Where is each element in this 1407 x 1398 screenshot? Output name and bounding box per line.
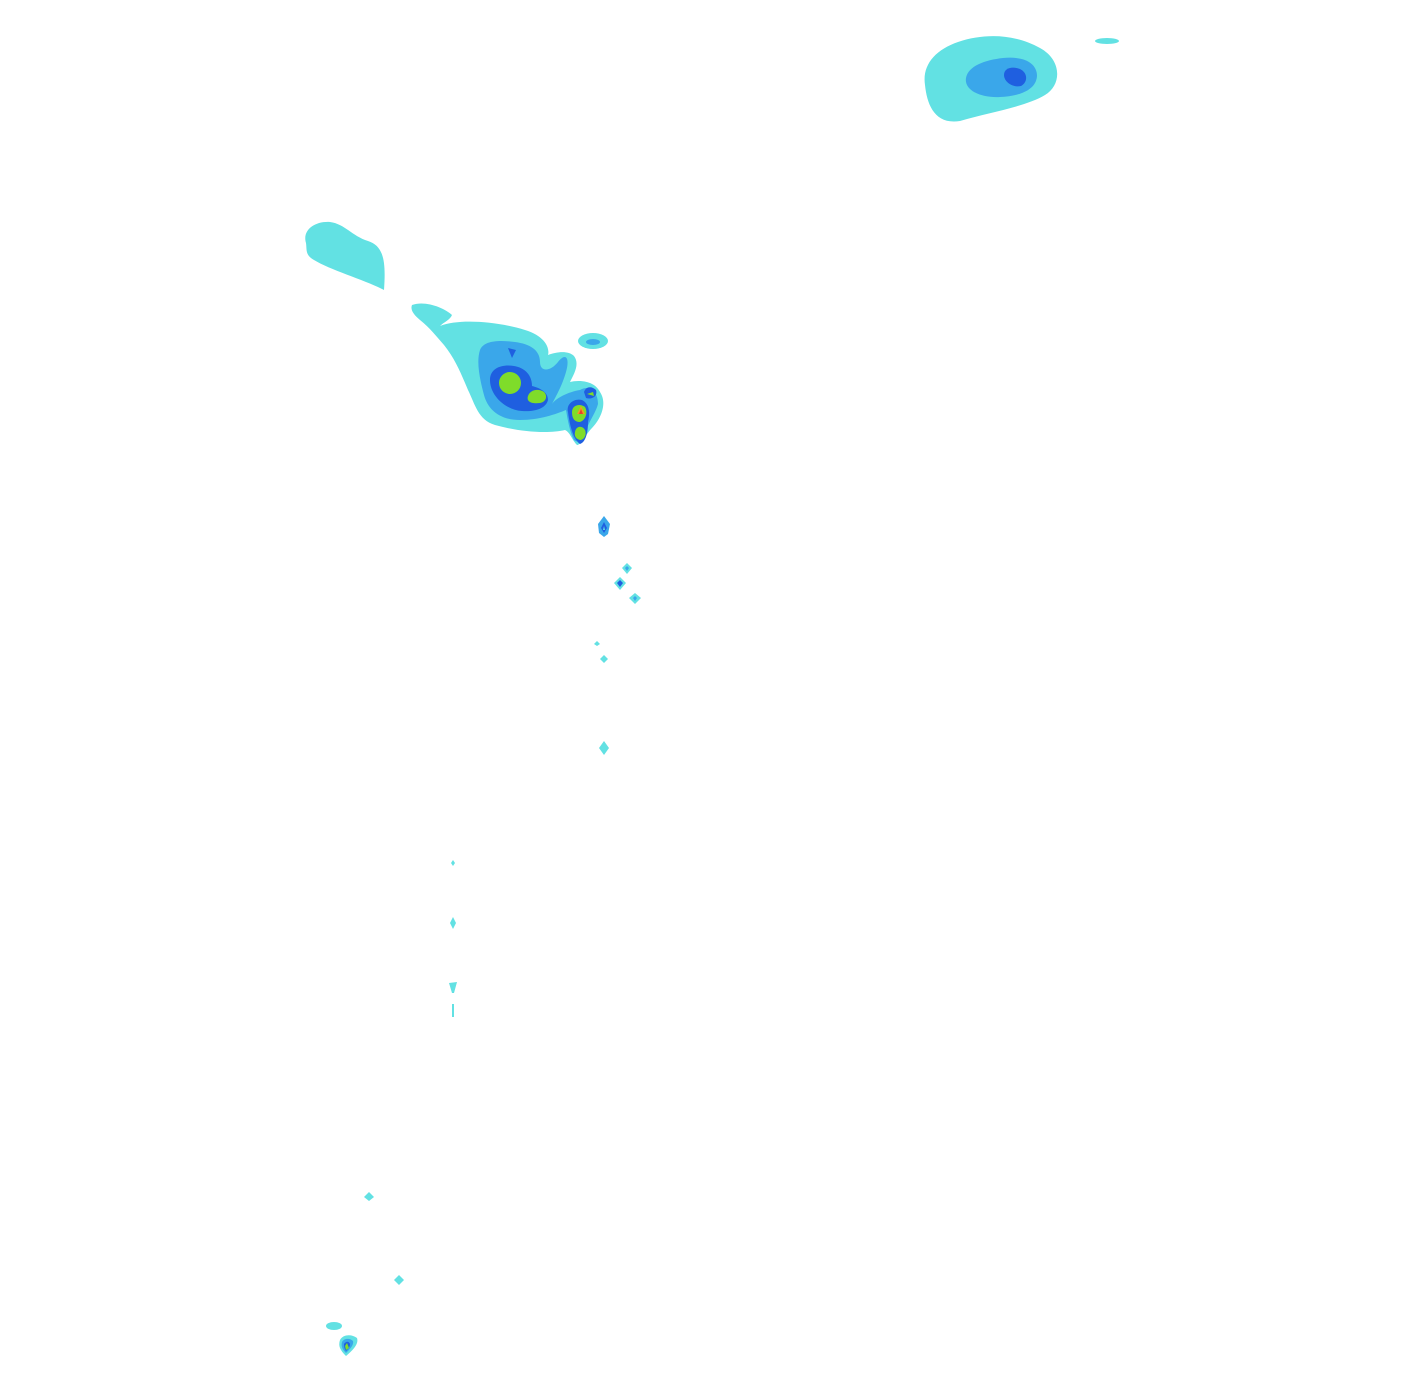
contour-cell-central — [411, 303, 608, 446]
contour-level-1 — [600, 655, 608, 663]
contour-level-3 — [617, 580, 623, 587]
contour-level-4 — [574, 426, 586, 440]
contour-level-2 — [625, 566, 629, 571]
contour-level-4 — [587, 392, 594, 396]
contour-level-2 — [633, 596, 637, 601]
contour-level-1 — [450, 917, 456, 929]
contour-level-1 — [451, 860, 455, 866]
contour-level-2 — [586, 339, 600, 345]
contour-level-1 — [603, 526, 605, 530]
contour-level-4 — [345, 1343, 349, 1350]
contour-level-1 — [305, 221, 385, 290]
contour-level-6 — [579, 409, 583, 414]
contour-level-2 — [965, 57, 1037, 98]
contour-level-1 — [594, 641, 600, 646]
contour-level-1 — [326, 1322, 342, 1330]
contour-level-1 — [364, 1192, 374, 1201]
contour-level-1 — [1095, 38, 1119, 44]
contour-level-3 — [508, 348, 516, 358]
contour-cell-northeast — [924, 36, 1119, 122]
contour-level-1 — [394, 1275, 404, 1285]
contour-cells-scattered — [326, 516, 641, 1356]
contour-level-4 — [527, 389, 547, 404]
contour-level-1 — [599, 741, 609, 755]
contour-level-1 — [452, 1004, 454, 1017]
contour-level-3 — [1004, 67, 1027, 87]
contour-level-4 — [499, 372, 521, 394]
contour-cell-northwest — [305, 221, 385, 290]
contour-level-1 — [449, 982, 457, 993]
